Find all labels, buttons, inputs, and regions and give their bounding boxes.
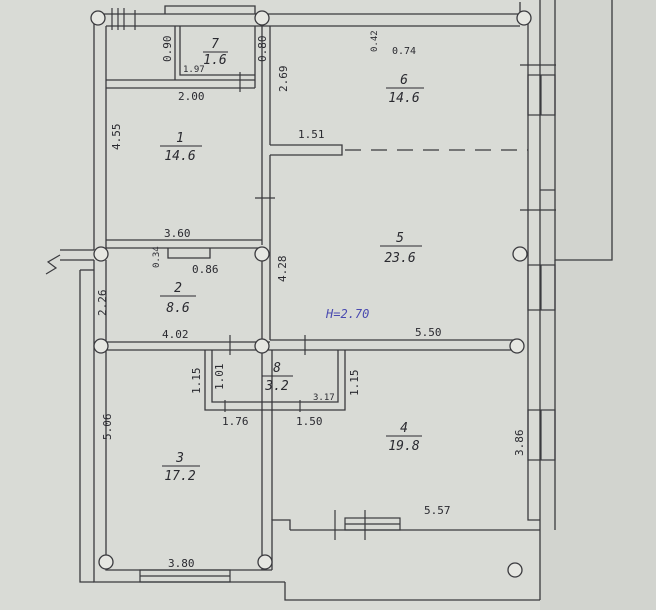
- room-1-number: 1: [176, 131, 184, 146]
- room-7-area: 1.6: [203, 53, 227, 68]
- dim-r1-left: 4.55: [110, 124, 123, 151]
- dim-r4-top: 1.50: [296, 415, 323, 428]
- room-8-number: 8: [273, 361, 281, 376]
- room-3-number: 3: [175, 451, 184, 466]
- room-5-number: 5: [396, 231, 404, 246]
- room-labels: 7 1.6 6 14.6 1 14.6 5 23.6 2 8.6 8 3.2 4…: [160, 37, 424, 484]
- dim-r2-left: 2.26: [96, 290, 109, 317]
- room-2-number: 2: [174, 281, 182, 296]
- dim-r1-top: 2.00: [178, 90, 205, 103]
- room-5-area: 23.6: [384, 251, 415, 266]
- dim-r3-left: 5.06: [101, 414, 114, 441]
- room-4-area: 19.8: [388, 439, 419, 454]
- interior-walls: [106, 5, 528, 570]
- dim-r4-bottom: 5.57: [424, 504, 451, 517]
- dim-r7-right: 0.80: [256, 36, 269, 63]
- room-2-area: 8.6: [166, 301, 190, 316]
- dim-r2-bottom: 4.02: [162, 328, 189, 341]
- dim-r2-door: 0.34: [152, 246, 162, 268]
- columns: [90, 10, 532, 578]
- dim-r8-bottom-right: 3.17: [313, 393, 335, 403]
- dim-r4-right: 3.86: [513, 430, 526, 457]
- dim-r3-bottom: 3.80: [168, 557, 195, 570]
- room-1-area: 14.6: [164, 149, 195, 164]
- dim-r7-left: 0.90: [161, 36, 174, 63]
- dimension-labels: 0.90 0.80 1.97 2.00 0.42 0.74 2.69 4.55 …: [96, 30, 526, 570]
- dim-r6-small1: 0.42: [370, 30, 380, 52]
- dim-r1-bottom: 3.60: [164, 227, 191, 240]
- ceiling-height: H=2.70: [325, 307, 369, 321]
- dim-r3-top: 1.76: [222, 415, 249, 428]
- dim-r8-right: 1.15: [348, 370, 361, 397]
- room-8-area: 3.2: [264, 379, 289, 394]
- room-6-area: 14.6: [388, 91, 419, 106]
- dim-corridor-right: 4.28: [276, 256, 289, 283]
- dim-r2-top: 0.86: [192, 263, 219, 276]
- room-7-number: 7: [211, 37, 219, 52]
- dim-r6-small2: 0.74: [392, 46, 416, 57]
- dim-r6-left: 2.69: [277, 66, 290, 93]
- dim-r8-left-inner: 1.01: [213, 364, 226, 391]
- dim-r7-bottom: 1.97: [183, 65, 205, 75]
- outer-walls: [60, 0, 613, 601]
- windows: [45, 8, 556, 583]
- room-6-number: 6: [400, 73, 408, 88]
- room-3-area: 17.2: [164, 469, 195, 484]
- dim-r8-left-outer: 1.15: [190, 368, 203, 395]
- dim-r5-bottom: 5.50: [415, 326, 442, 339]
- room-4-number: 4: [400, 421, 408, 436]
- dim-partition: 1.51: [298, 128, 325, 141]
